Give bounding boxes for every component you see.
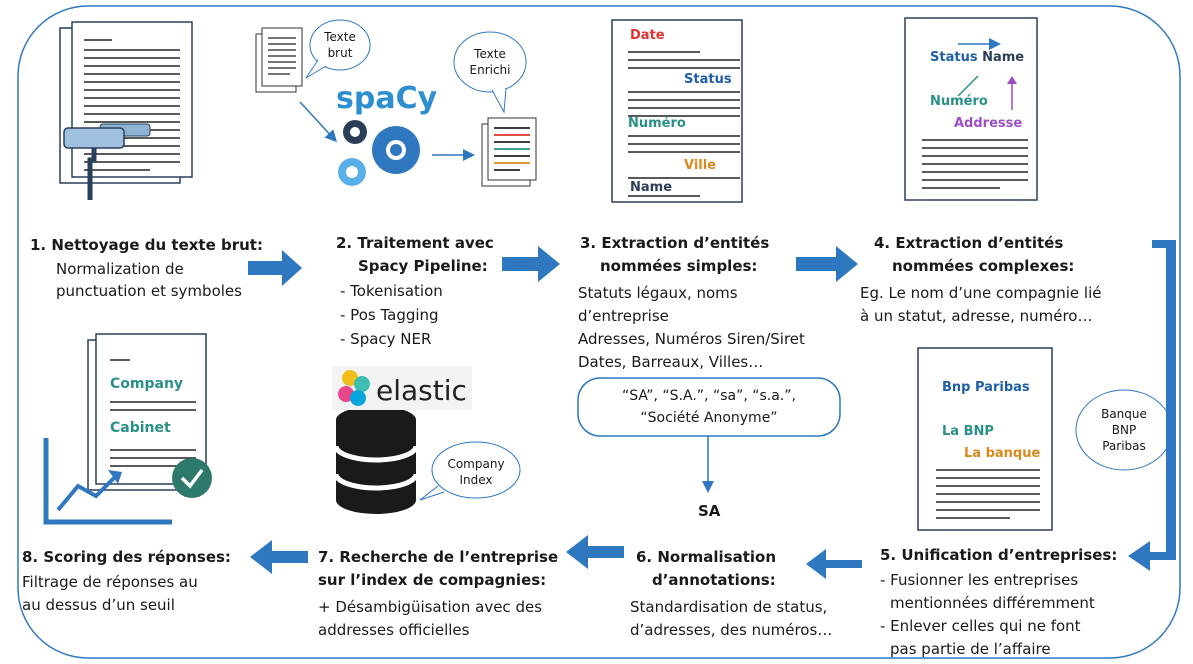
step-2-title: 2. Traitement avec — [336, 234, 494, 252]
label-numero-complex: Numéro — [930, 94, 988, 109]
step-5-title: 5. Unification d’entreprises: — [880, 546, 1118, 564]
spacy-logo: spaCy — [336, 81, 438, 116]
arrow-2-3 — [502, 246, 560, 282]
sa-result: SA — [698, 502, 721, 520]
step-1-title: 1. Nettoyage du texte brut: — [30, 236, 263, 254]
arrow-1-2 — [248, 250, 302, 286]
step-7-line: addresses officielles — [318, 621, 470, 639]
step-7-line: + Désambigüisation avec des — [318, 598, 543, 616]
step-8-title: 8. Scoring des réponses: — [22, 548, 231, 566]
step-3-line: d’entreprise — [578, 307, 669, 325]
step-4-line: Eg. Le nom d’une compagnie lié — [860, 284, 1102, 302]
arrow-5-6 — [806, 549, 862, 579]
doc-scoring-icon — [43, 333, 212, 525]
step-5-line: pas partie de l’affaire — [890, 640, 1051, 658]
step-2-line: - Tokenisation — [340, 282, 443, 300]
step-3-title: 3. Extraction d’entités — [580, 234, 770, 252]
label-status-name: Status Name — [930, 50, 1025, 65]
step-6-line: d’adresses, des numéros… — [630, 621, 833, 639]
gears-icon — [338, 120, 420, 186]
arrow-3-4 — [796, 246, 858, 282]
step-3-line: Dates, Barreaux, Villes… — [578, 353, 764, 371]
step-1-line: Normalization de — [56, 260, 184, 278]
step-6-title: d’annotations: — [652, 571, 776, 589]
bubble-company-index — [431, 441, 521, 499]
step-4-title: 4. Extraction d’entités — [874, 234, 1064, 252]
sa-variants-box — [577, 377, 841, 437]
step-5-line: - Fusionner les entreprises — [880, 571, 1079, 589]
doc-enriched-icon — [481, 117, 537, 187]
elastic-logo: elastic — [376, 374, 467, 407]
step-4-title: nommées complexes: — [892, 257, 1075, 275]
step-3-line: Adresses, Numéros Siren/Siret — [578, 330, 805, 348]
step-4-line: à un statut, adresse, numéro… — [860, 307, 1093, 325]
doc-raw-text-icon — [59, 21, 193, 200]
step-3-title: nommées simples: — [600, 257, 758, 275]
step-6-line: Standardisation de status, — [630, 598, 828, 616]
label-numero: Numéro — [628, 116, 686, 131]
step-2-line: - Spacy NER — [340, 330, 432, 348]
arrow-6-7 — [566, 535, 624, 569]
elastic-logo-icon — [332, 366, 472, 410]
step-7-title: sur l’index de compagnies: — [318, 571, 547, 589]
step-8-line: au dessus d’un seuil — [22, 596, 175, 614]
step-5-line: - Enlever celles qui ne font — [880, 617, 1081, 635]
step-7-title: 7. Recherche de l’entreprise — [318, 548, 559, 566]
doc-simple-entities-icon — [611, 19, 743, 203]
label-la-banque: La banque — [964, 446, 1041, 461]
label-bnp-paribas: Bnp Paribas — [942, 380, 1030, 395]
label-date: Date — [630, 28, 665, 43]
doc-input-icon — [255, 27, 303, 93]
step-6-title: 6. Normalisation — [636, 548, 776, 566]
step-2-line: - Pos Tagging — [340, 306, 439, 324]
flow-arrows — [248, 240, 1176, 579]
sa-variants-line: “SA”, “S.A.”, “sa”, “s.a.”, — [622, 388, 796, 404]
label-company: Company — [110, 376, 184, 392]
doc-complex-entities-icon — [904, 17, 1038, 201]
step-5-line: mentionnées différemment — [890, 594, 1095, 612]
label-cabinet: Cabinet — [110, 420, 171, 436]
label-ville: Ville — [684, 158, 717, 173]
arrow-7-8 — [250, 540, 308, 574]
label-name: Name — [630, 180, 673, 195]
outer-frame — [17, 5, 1181, 659]
step-3-line: Statuts légaux, noms — [578, 284, 738, 302]
bubble-texte-enrichi — [453, 31, 527, 93]
step-8-line: Filtrage de réponses au — [22, 573, 198, 591]
sa-variants-line: “Société Anonyme” — [640, 410, 778, 426]
arrow-4-5 — [1128, 240, 1176, 571]
label-status: Status — [684, 72, 732, 87]
step-1-line: punctuation et symboles — [56, 282, 242, 300]
step-2-title: Spacy Pipeline: — [358, 257, 488, 275]
label-la-bnp: La BNP — [942, 424, 994, 439]
bubble-texte-brut — [309, 19, 371, 71]
label-addresse: Addresse — [954, 116, 1023, 131]
doc-unification-icon — [917, 347, 1053, 531]
database-icon — [333, 406, 419, 514]
